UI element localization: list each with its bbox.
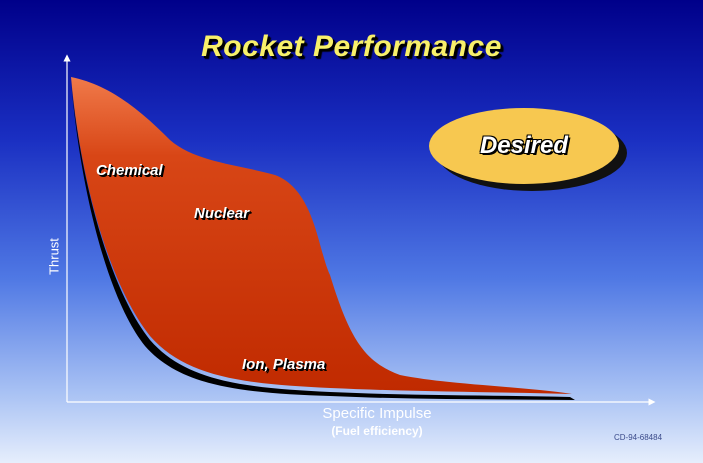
x-axis-label: Specific Impulse [322, 405, 432, 422]
reference-code: CD-94-68484 [614, 433, 663, 442]
desired-ellipse: Desired [429, 108, 619, 184]
desired-label: Desired [479, 132, 569, 159]
performance-band [71, 77, 572, 394]
region-label-chemical: Chemical [96, 162, 163, 179]
x-axis-sublabel: (Fuel efficiency) [331, 424, 423, 438]
y-axis-label: Thrust [46, 238, 62, 275]
region-label-nuclear: Nuclear [194, 205, 250, 222]
slide-title: Rocket Performance [201, 30, 502, 63]
region-label-ion-plasma: Ion, Plasma [242, 356, 326, 373]
